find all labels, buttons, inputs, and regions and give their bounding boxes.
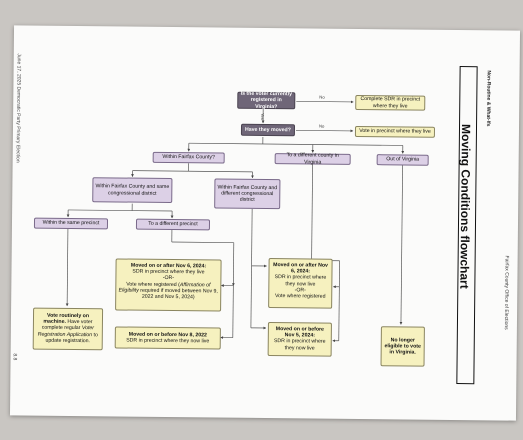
node-county-moved-before: Moved on or before Nov 5, 2024: SDR in p… [267, 322, 332, 357]
node-different-precinct: To a different precinct [135, 218, 211, 231]
node-moved-question: Have they moved? [240, 123, 296, 137]
node-vote-routinely: Vote routinely on machine. Have voter co… [32, 307, 104, 351]
flowchart-page: No No Yes June 17, 2025 Democratic Party… [9, 25, 521, 421]
page-number: 8.8 [11, 353, 18, 361]
node-vote-in-precinct: Vote in precinct where they live [354, 125, 436, 138]
node-registered-question: Is the voter currently registered in Vir… [237, 91, 296, 110]
county-before-body: SDR in precinct where they now live [273, 338, 326, 352]
county-after-line2: Vote where registered [274, 293, 326, 300]
edge-label-yes: Yes [260, 112, 266, 120]
node-no-longer-eligible: No longer eligible to vote in Virginia. [380, 326, 425, 367]
node-moved-before-nov8-2022: Moved on or before Nov 8, 2022 SDR in pr… [114, 326, 221, 350]
edge-label-no: No [319, 94, 325, 100]
edge-label-no: No [318, 123, 325, 129]
node-moved-after-nov6-2024: Moved on or after Nov 6, 2024: SDR in pr… [115, 258, 222, 312]
node-same-precinct: Within the same precinct [33, 217, 109, 230]
before-nov8-body: SDR in precinct where they now live [126, 337, 210, 345]
election-date-margin: June 17, 2025 Democratic Party Primary E… [14, 53, 22, 163]
county-after-title: Moved on or after Nov 6, 2024: [273, 262, 328, 275]
node-different-district: Within Fairfax County and different cong… [214, 178, 281, 210]
after-nov6-line2-post: required if moved between Nov 9, 2022 an… [138, 287, 218, 301]
county-before-title: Moved on or before Nov 5, 2024: [275, 326, 324, 339]
node-same-district: Within Fairfax County and same congressi… [92, 177, 173, 204]
county-after-line1: SDR in precinct where they now live [274, 274, 327, 288]
node-different-county: To a different county in Virginia [274, 153, 351, 165]
node-county-moved-after: Moved on or after Nov 6, 2024: SDR in pr… [268, 258, 333, 309]
node-complete-sdr: Complete SDR in precinct where they live [355, 94, 426, 111]
node-out-of-virginia: Out of Virginia [376, 154, 429, 166]
node-within-fairfax: Within Fairfax County? [152, 151, 225, 164]
page-title: Moving Conditions flowchart [457, 124, 474, 289]
office-name: Fairfax County Office of Elections [502, 255, 510, 330]
section-label: Non-Routine & What-Ifs [485, 70, 492, 127]
connector-lines [65, 100, 405, 343]
